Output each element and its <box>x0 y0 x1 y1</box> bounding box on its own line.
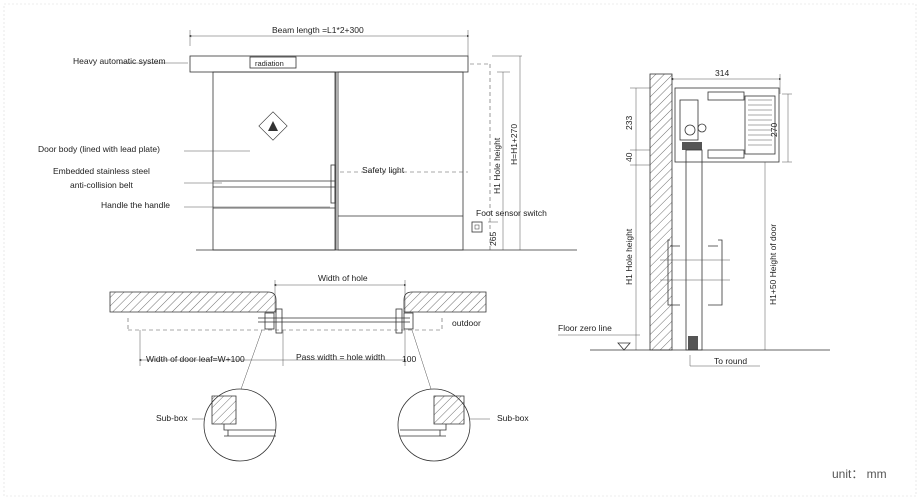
side-h1-hole-label: H1 Hole height <box>624 228 634 285</box>
handle <box>330 164 336 204</box>
floor-zero-marker <box>617 342 631 351</box>
plan-view: Width of hole outdoor Width of door leaf… <box>109 273 529 462</box>
beam <box>189 55 469 73</box>
dim-270-label: 270 <box>769 123 779 137</box>
safety-light-label: Safety light <box>362 165 405 175</box>
foot-sensor-box <box>471 221 483 233</box>
h-total-label: H=H1+270 <box>509 124 519 165</box>
side-view: 314 270 <box>558 68 830 367</box>
outdoor-label: outdoor <box>452 318 481 328</box>
width-of-hole-label: Width of hole <box>318 273 368 283</box>
wall-left <box>109 291 277 313</box>
side-handle-right <box>708 239 723 306</box>
radiation-label: radiation <box>255 59 284 68</box>
stainless-label-1: Embedded stainless steel <box>53 166 150 176</box>
plan-roller-right <box>403 312 414 330</box>
detail-circle-right <box>397 388 471 462</box>
heat-sink <box>744 95 776 155</box>
side-wall <box>649 73 673 351</box>
floor-guide <box>688 336 698 350</box>
radiation-sign <box>249 56 297 69</box>
pass-width-label: Pass width = hole width <box>296 352 385 362</box>
width-leaf-label: Width of door leaf=W+100 <box>146 354 245 364</box>
foot-sensor-label: Foot sensor switch <box>476 208 547 218</box>
dim-233-label: 233 <box>624 116 634 130</box>
h1-hole-height-label: H1 Hole height <box>492 137 502 194</box>
handle-label: Handle the handle <box>101 200 170 210</box>
floor-zero-label: Floor zero line <box>558 323 612 333</box>
plan-handle-right <box>395 308 403 334</box>
heavy-system-label: Heavy automatic system <box>73 56 166 66</box>
roller-mechanism <box>679 99 707 150</box>
to-round-label: To round <box>714 356 747 366</box>
front-view: Beam length =L1*2+300 radiation Heavy au… <box>38 25 577 251</box>
plan-handle-left <box>275 308 283 334</box>
side-door-panel <box>685 149 703 351</box>
unit-label: unit： mm <box>832 467 887 481</box>
side-handle-left <box>667 239 680 306</box>
warning-triangle-icon <box>258 111 288 141</box>
dim-265-label: 265 <box>488 232 498 246</box>
door-body-label: Door body (lined with lead plate) <box>38 144 160 154</box>
plan-roller-left <box>264 312 275 330</box>
dim-314-label: 314 <box>715 68 729 78</box>
dim-100-label: 100 <box>402 354 416 364</box>
side-h1-door-label: H1+50 Height of door <box>768 224 778 305</box>
beam-length-label: Beam length =L1*2+300 <box>272 25 364 35</box>
stainless-label-2: anti-collision belt <box>70 180 133 190</box>
wall-right <box>403 291 487 313</box>
sub-box-right-label: Sub-box <box>497 413 529 423</box>
door-leaf-right <box>337 71 464 251</box>
motor-housing <box>674 87 780 163</box>
dim-40-label: 40 <box>624 152 634 162</box>
door-leaf-left <box>212 71 336 251</box>
sub-box-left-label: Sub-box <box>156 413 188 423</box>
page-border <box>3 3 917 497</box>
detail-circle-left <box>203 388 277 462</box>
